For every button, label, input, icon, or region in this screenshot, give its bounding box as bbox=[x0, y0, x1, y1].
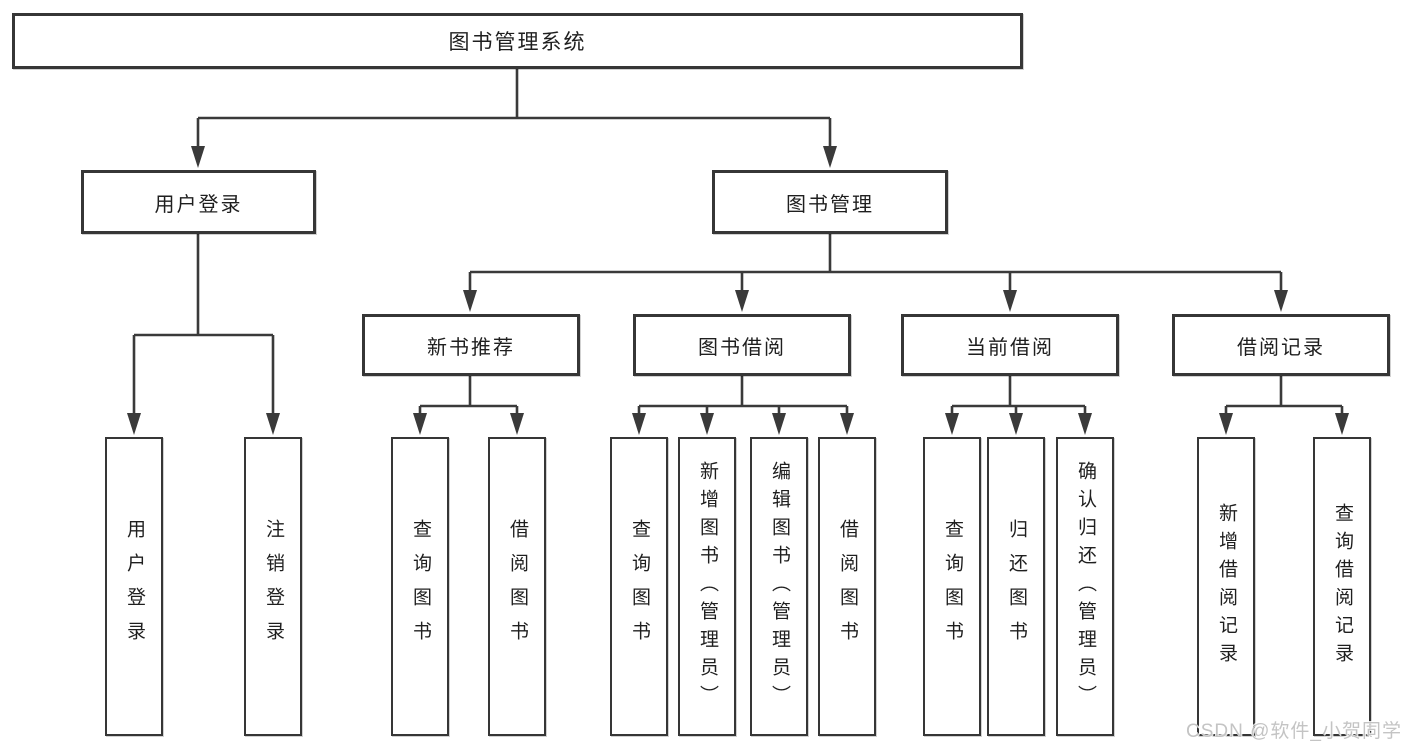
leaf-label: 新增借阅记录 bbox=[1216, 502, 1237, 671]
leaf-query-books: 查询图书 bbox=[391, 437, 449, 736]
node-label: 图书管理系统 bbox=[448, 31, 587, 54]
leaf-label: 查询图书 bbox=[629, 518, 650, 655]
arrowhead bbox=[266, 413, 280, 435]
leaf-label: 新增图书（管理员） bbox=[697, 460, 718, 713]
arrowhead bbox=[823, 146, 837, 168]
leaf-query-books: 查询图书 bbox=[610, 437, 668, 736]
arrowhead bbox=[735, 290, 749, 312]
arrowhead bbox=[945, 413, 959, 435]
arrowhead bbox=[191, 146, 205, 168]
node-user-login: 用户登录 bbox=[81, 170, 316, 234]
arrowhead bbox=[463, 290, 477, 312]
leaf-label: 查询图书 bbox=[410, 518, 431, 655]
leaf-borrow-books: 借阅图书 bbox=[488, 437, 546, 736]
leaf-user-login: 用户登录 bbox=[105, 437, 163, 736]
node-current-borrowing: 当前借阅 bbox=[901, 314, 1119, 376]
node-book-management: 图书管理 bbox=[712, 170, 948, 234]
arrowhead bbox=[772, 413, 786, 435]
leaf-add-borrow-record: 新增借阅记录 bbox=[1197, 437, 1255, 736]
leaf-label: 注销登录 bbox=[263, 518, 284, 655]
node-label: 图书管理 bbox=[786, 193, 874, 216]
leaf-label: 编辑图书（管理员） bbox=[769, 460, 790, 713]
arrowhead bbox=[1219, 413, 1233, 435]
leaf-confirm-return-admin: 确认归还（管理员） bbox=[1056, 437, 1114, 736]
node-library-management-system: 图书管理系统 bbox=[12, 13, 1023, 69]
leaf-label: 确认归还（管理员） bbox=[1075, 460, 1096, 713]
leaf-add-book-admin: 新增图书（管理员） bbox=[678, 437, 736, 736]
arrowhead bbox=[510, 413, 524, 435]
leaf-label: 借阅图书 bbox=[507, 518, 528, 655]
arrowhead bbox=[1335, 413, 1349, 435]
arrowhead bbox=[1078, 413, 1092, 435]
leaf-label: 查询图书 bbox=[942, 518, 963, 655]
leaf-label: 查询借阅记录 bbox=[1332, 502, 1353, 671]
arrowhead bbox=[840, 413, 854, 435]
leaf-edit-book-admin: 编辑图书（管理员） bbox=[750, 437, 808, 736]
node-book-borrowing: 图书借阅 bbox=[633, 314, 851, 376]
arrowhead bbox=[1003, 290, 1017, 312]
csdn-watermark: CSDN @软件_小贺同学 bbox=[1186, 721, 1402, 742]
node-label: 图书借阅 bbox=[698, 336, 786, 359]
arrowhead bbox=[127, 413, 141, 435]
node-label: 用户登录 bbox=[154, 193, 243, 216]
node-label: 新书推荐 bbox=[427, 336, 515, 359]
arrowhead bbox=[413, 413, 427, 435]
leaf-label: 借阅图书 bbox=[837, 518, 858, 655]
leaf-return-book: 归还图书 bbox=[987, 437, 1045, 736]
arrowhead bbox=[1009, 413, 1023, 435]
arrowhead bbox=[1274, 290, 1288, 312]
leaf-logout: 注销登录 bbox=[244, 437, 302, 736]
leaf-borrow-books: 借阅图书 bbox=[818, 437, 876, 736]
leaf-label: 用户登录 bbox=[124, 518, 145, 655]
arrowhead bbox=[632, 413, 646, 435]
leaf-query-borrow-record: 查询借阅记录 bbox=[1313, 437, 1371, 736]
node-borrowing-records: 借阅记录 bbox=[1172, 314, 1390, 376]
node-new-book-recommendation: 新书推荐 bbox=[362, 314, 580, 376]
leaf-query-books: 查询图书 bbox=[923, 437, 981, 736]
node-label: 借阅记录 bbox=[1237, 336, 1325, 359]
node-label: 当前借阅 bbox=[966, 336, 1054, 359]
leaf-label: 归还图书 bbox=[1006, 518, 1027, 655]
arrowhead bbox=[700, 413, 714, 435]
